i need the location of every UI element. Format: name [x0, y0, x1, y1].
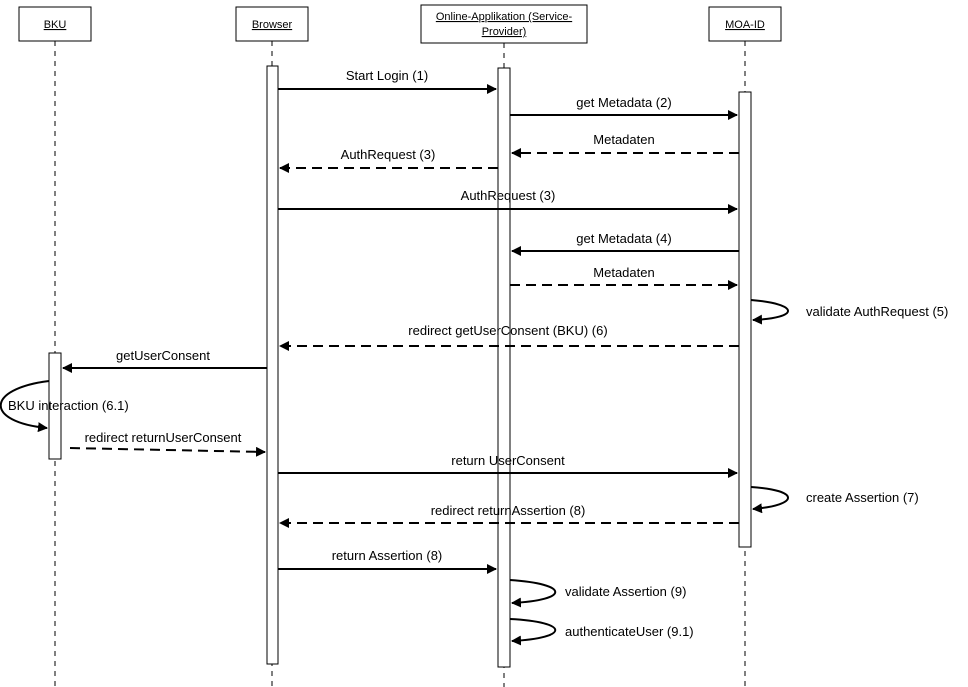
- participant-app-label-line2: Provider): [482, 26, 527, 38]
- participant-bku: BKU: [18, 6, 92, 42]
- participant-moaid: MOA-ID: [708, 6, 782, 42]
- msg-authrequest-3a-label: AuthRequest (3): [341, 147, 436, 162]
- msg-metadaten-2-label: Metadaten: [593, 265, 654, 280]
- participant-bku-label: BKU: [44, 19, 67, 31]
- participant-browser: Browser: [235, 6, 309, 42]
- moaid-activation: [738, 91, 752, 548]
- participant-online-applikation: Online-Applikation (Service- Provider): [420, 4, 588, 44]
- msg-get-metadata-4-label: get Metadata (4): [576, 231, 671, 246]
- browser-activation: [266, 65, 279, 665]
- msg-validate-assertion-label: validate Assertion (9): [565, 584, 686, 599]
- msg-getuserconsent-label: getUserConsent: [116, 348, 210, 363]
- msg-redirect-returnuserconsent-label: redirect returnUserConsent: [85, 430, 242, 445]
- participant-app-label-line1: Online-Applikation (Service-: [436, 11, 573, 23]
- msg-validate-authrequest-arrow: [750, 299, 789, 325]
- msg-bku-interaction-label: BKU interaction (6.1): [8, 398, 129, 413]
- msg-redirect-returnuserconsent-arrow: [69, 446, 266, 457]
- msg-return-userconsent-label: return UserConsent: [451, 453, 565, 468]
- msg-authenticate-user-label: authenticateUser (9.1): [565, 624, 694, 639]
- msg-redirect-getuserconsent-label: redirect getUserConsent (BKU) (6): [408, 323, 607, 338]
- app-activation: [497, 67, 511, 668]
- msg-create-assertion-arrow: [750, 486, 789, 514]
- participant-moaid-label: MOA-ID: [725, 19, 765, 31]
- msg-create-assertion-label: create Assertion (7): [806, 490, 919, 505]
- msg-authrequest-3b-label: AuthRequest (3): [461, 188, 556, 203]
- bku-activation: [48, 352, 62, 460]
- msg-get-metadata-2-label: get Metadata (2): [576, 95, 671, 110]
- msg-validate-assertion-arrow: [509, 579, 557, 608]
- participant-browser-label: Browser: [252, 19, 293, 31]
- msg-authenticate-user-arrow: [509, 618, 557, 646]
- msg-validate-authrequest-label: validate AuthRequest (5): [806, 304, 948, 319]
- msg-return-assertion-label: return Assertion (8): [332, 548, 443, 563]
- msg-bku-interaction-arrow: [0, 380, 50, 433]
- msg-metadaten-1-label: Metadaten: [593, 132, 654, 147]
- msg-redirect-returnassertion-label: redirect returnAssertion (8): [431, 503, 586, 518]
- msg-start-login-label: Start Login (1): [346, 68, 428, 83]
